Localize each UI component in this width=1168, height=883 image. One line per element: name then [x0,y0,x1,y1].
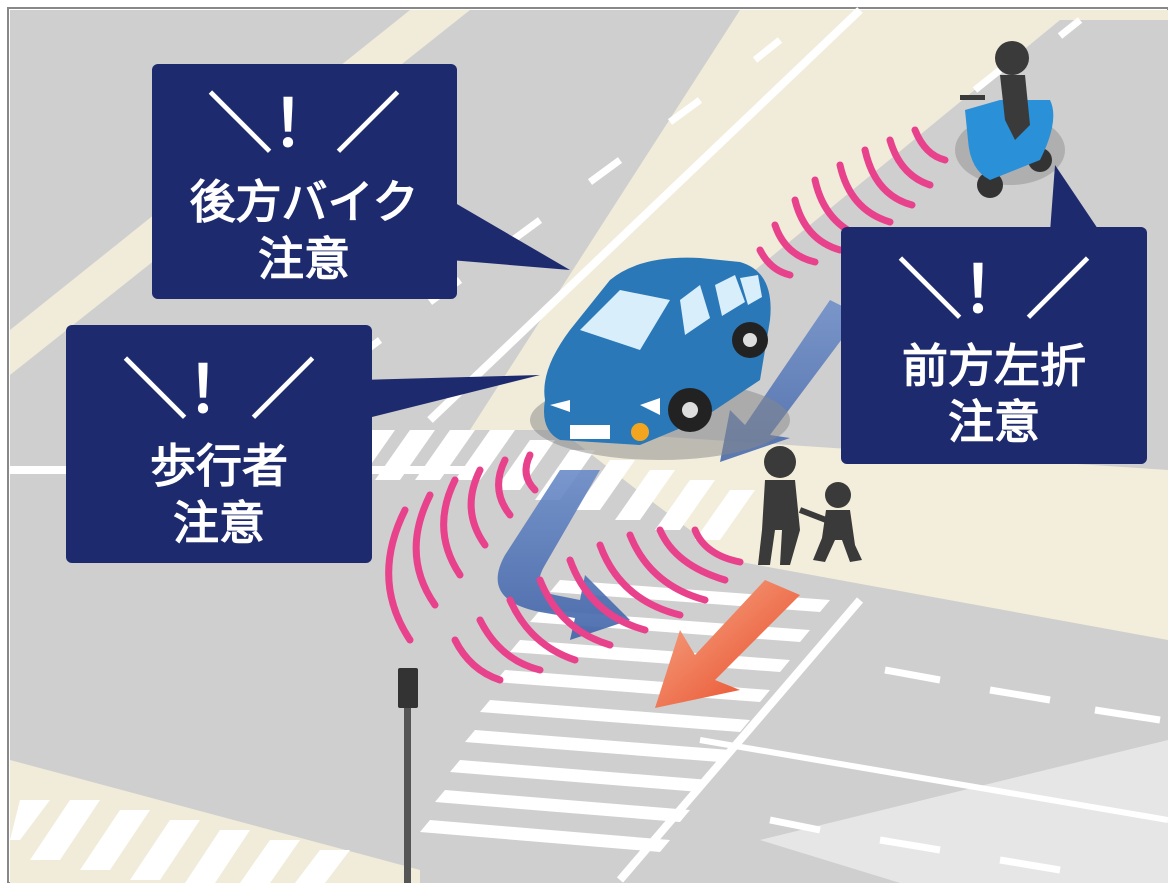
bubble-left-turn-line2: 注意 [948,395,1040,449]
bubble-pedestrian-mark: ＼！／ [123,354,315,428]
sensor-waves-front [385,451,744,684]
pedestrians [758,446,862,565]
bubble-left-turn-line1: 前方左折 [902,339,1086,393]
bubble-rear-bike: ＼！／ 後方バイク 注意 [152,64,570,299]
motorbike [955,41,1065,198]
lane-edge-lower [616,597,864,883]
bubble-pedestrian-line1: 歩行者 [150,439,288,493]
bubble-rear-bike-mark: ＼！／ [208,88,400,162]
road-lower-right [760,740,1168,883]
lane-edge [427,7,863,423]
bubble-pedestrian-line2: 注意 [173,496,265,550]
crosswalk-bottom-left [10,800,350,883]
bubble-left-turn-mark: ＼！／ [898,254,1090,328]
sensor-waves-rear [756,126,949,279]
car-turn-arrow [497,470,630,640]
sensor-pole [398,668,418,883]
bubble-rear-bike-line1: 後方バイク [189,175,418,229]
bubble-left-turn: ＼！／ 前方左折 注意 [841,165,1147,464]
pedestrian-arrow [655,580,800,708]
bubble-pedestrian: ＼！／ 歩行者 注意 [66,325,540,563]
lane-edge-right [699,737,1168,823]
car [530,257,790,460]
bubble-rear-bike-line2: 注意 [258,232,350,286]
